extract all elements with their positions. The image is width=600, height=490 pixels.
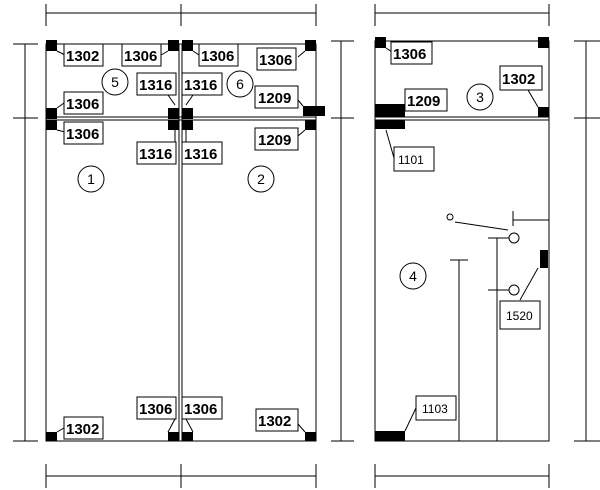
- label-1316-lower-left: 1316: [139, 146, 172, 163]
- label-1209-right-building: 1209: [407, 93, 440, 110]
- room-number-1: 1: [87, 171, 95, 187]
- label-1306-lower-left-top: 1306: [66, 126, 99, 143]
- label-1306-upper-left-bottom: 1306: [66, 96, 99, 113]
- room-marker-4: [399, 262, 427, 290]
- fixture-circles: [446, 213, 520, 296]
- label-1306-bottom-mid-left: 1306: [139, 401, 172, 418]
- label-1209-lower-right: 1209: [258, 132, 291, 149]
- label-1209-upper-right: 1209: [258, 90, 291, 107]
- room-marker-1: [77, 165, 105, 193]
- label-1306-right-building: 1306: [393, 46, 426, 63]
- label-1316-upper-right: 1316: [184, 77, 217, 94]
- label-1302-right-building: 1302: [502, 71, 535, 88]
- label-1103-right-building: 1103: [422, 402, 448, 416]
- right-building-walls: [374, 40, 550, 442]
- label-1316-lower-right: 1316: [184, 146, 217, 163]
- label-1316-upper-left: 1316: [139, 77, 172, 94]
- room-marker-6: [226, 70, 254, 98]
- label-1302-bottom-left: 1302: [66, 421, 99, 438]
- room-number-2: 2: [257, 171, 265, 187]
- label-1101-right-building: 1101: [398, 153, 424, 167]
- label-1302-top-left: 1302: [66, 48, 99, 65]
- label-texts: 1302 1306 1306 1306 1316 1316 1306 1209 …: [66, 46, 535, 438]
- label-1306-top-mid-right: 1306: [201, 48, 234, 65]
- room-marker-5: [101, 68, 129, 96]
- room-number-6: 6: [236, 76, 244, 92]
- room-marker-2: [247, 165, 275, 193]
- label-1306-top-mid-left: 1306: [124, 48, 157, 65]
- room-number-5: 5: [111, 74, 119, 90]
- label-boxes: [63, 41, 543, 440]
- label-1520-right-building: 1520: [506, 309, 533, 323]
- room-number-4: 4: [409, 268, 417, 284]
- label-1306-bottom-mid-right: 1306: [184, 401, 217, 418]
- room-markers: 5 6 1 2 3 4: [77, 68, 494, 290]
- room-marker-3: [466, 83, 494, 111]
- columns: [46, 37, 549, 441]
- label-1306-top-right: 1306: [259, 52, 292, 69]
- room-number-3: 3: [476, 89, 484, 105]
- label-1302-bottom-right: 1302: [258, 413, 291, 430]
- dimension-lines: [13, 4, 600, 488]
